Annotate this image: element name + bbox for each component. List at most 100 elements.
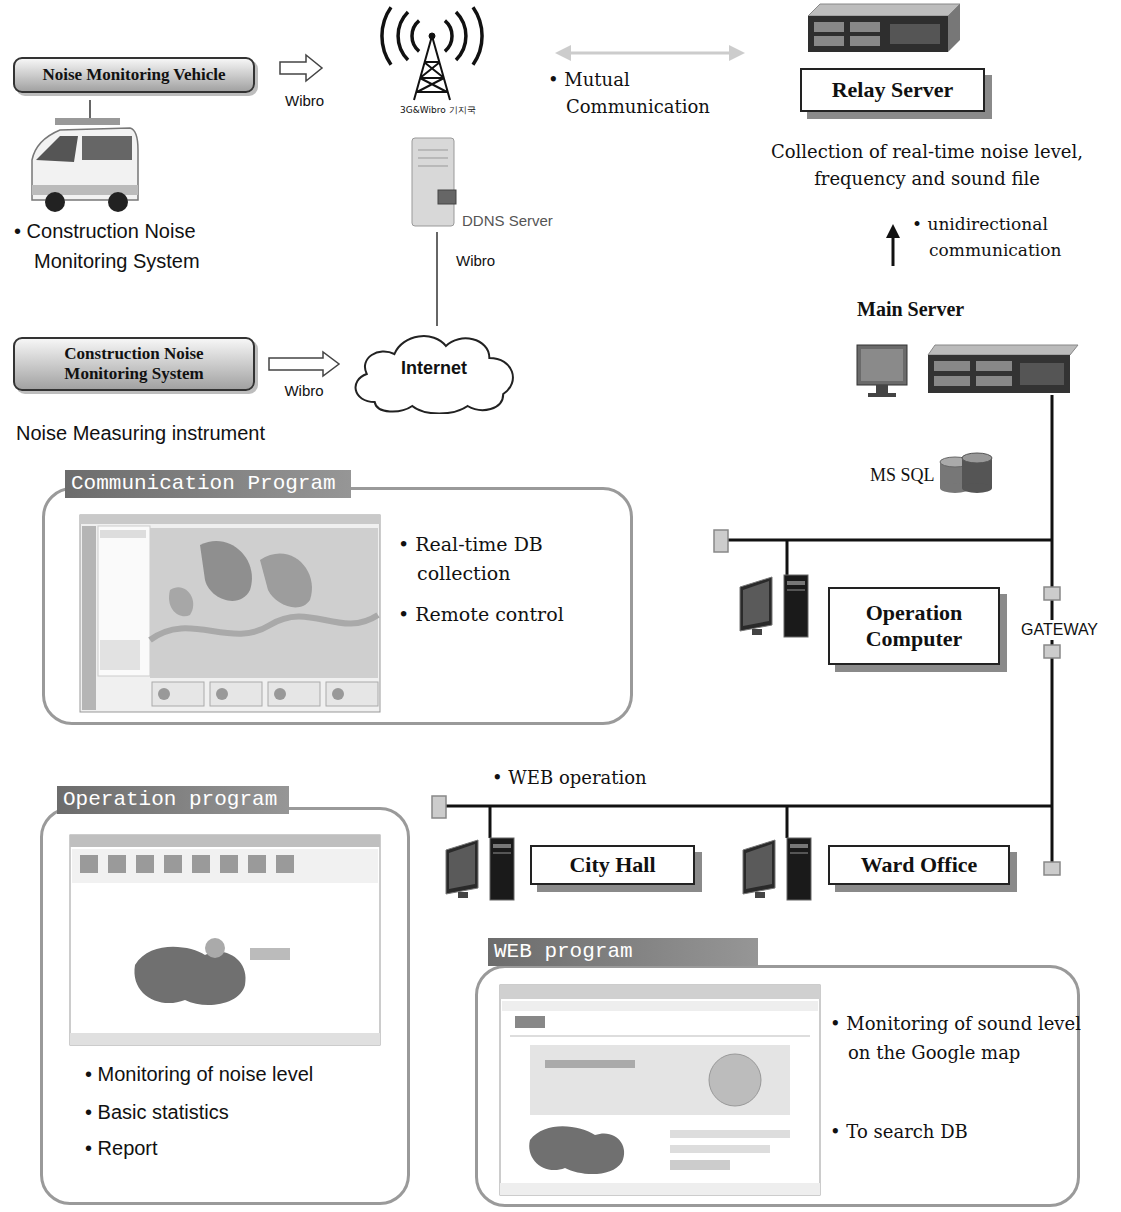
operation-screenshot [248, 855, 266, 873]
ddns-server-image [412, 138, 456, 326]
relay-server-image [948, 4, 960, 52]
web-screenshot [709, 1054, 761, 1106]
program-panel: Operation program• Monitoring of noise l… [40, 807, 410, 1205]
bullet-text: • Remote control [398, 600, 632, 629]
block-arrow [269, 352, 339, 376]
bullet-text: • To search DB [830, 1118, 1090, 1147]
box-label: Construction Noise Monitoring System [23, 344, 245, 385]
communication-screenshot [332, 688, 344, 700]
box-label: City Hall [569, 852, 655, 878]
relay-server-image [850, 22, 880, 32]
box-label: Internet [401, 358, 467, 379]
monitoring-vehicle [82, 136, 132, 160]
server-name: DDNS Server [462, 212, 553, 229]
bullet-text: • Report [85, 1132, 423, 1164]
relay-server-image [890, 24, 940, 44]
communication-screenshot [80, 515, 380, 524]
communication-screenshot [100, 530, 146, 538]
web-screenshot [500, 1183, 820, 1195]
server-note: Collection of real-time noise level, fre… [738, 138, 1116, 192]
relay-server-image [814, 36, 844, 46]
monitoring-vehicle [36, 136, 78, 162]
database-icon [962, 453, 992, 463]
office-box: City Hall [530, 845, 695, 885]
operation-screenshot [220, 855, 238, 873]
program-panel: WEB program• Monitoring of sound level o… [475, 965, 1080, 1207]
communication-screenshot [260, 554, 312, 608]
communication-screenshot [100, 640, 140, 670]
bullet-text: • Basic statistics [85, 1096, 423, 1128]
communication-screenshot [152, 682, 204, 706]
monitoring-vehicle [108, 192, 128, 212]
box-label: Noise Monitoring Vehicle [42, 65, 225, 85]
web-screenshot [670, 1145, 770, 1153]
main-server-image [868, 393, 896, 397]
base-station-tower [414, 36, 450, 100]
monitoring-vehicle [45, 192, 65, 212]
main-server-image [928, 355, 1070, 393]
bus-terminator [1044, 587, 1060, 600]
computer-icon [446, 838, 514, 900]
main-server-image [857, 345, 1078, 397]
up-arrow [886, 224, 900, 238]
communication-screenshot [268, 682, 320, 706]
base-station-tower [429, 33, 435, 39]
computer-box: Operation Computer [828, 587, 1000, 665]
edge-label: Wibro [284, 382, 323, 399]
relay-server-image [808, 4, 960, 16]
up-arrow [892, 236, 895, 266]
monitoring-vehicle [32, 100, 138, 212]
double-arrow [729, 45, 745, 61]
hollow-arrow [280, 55, 322, 81]
link-label: Wibro [456, 252, 495, 269]
monitoring-vehicle [32, 128, 138, 200]
relay-server-image [850, 36, 880, 46]
web-screenshot [670, 1160, 730, 1170]
server-box: Relay Server [800, 68, 985, 112]
main-server-image [876, 385, 888, 393]
operation-screenshot [70, 835, 380, 1045]
operation-screenshot [72, 849, 378, 883]
panel-title: Operation program [57, 786, 289, 814]
cloud-outline [356, 336, 513, 413]
communication-screenshot [274, 688, 286, 700]
link-note: • unidirectional communication [912, 212, 1121, 263]
network-bus [786, 540, 789, 575]
main-server-image [976, 361, 1012, 371]
communication-screenshot [326, 682, 378, 706]
internet-cloud: Internet [345, 322, 523, 414]
office-box: Ward Office [828, 845, 1010, 885]
panel-title: Communication Program [65, 470, 351, 498]
base-station-tower [382, 7, 482, 100]
communication-screenshot [98, 526, 150, 676]
box-label: Relay Server [832, 77, 954, 103]
link-label: Wibro [285, 92, 324, 109]
operation-screenshot [136, 855, 154, 873]
bus-terminator [432, 530, 1060, 875]
device-box: Construction Noise Monitoring System [13, 337, 255, 391]
web-screenshot [500, 985, 820, 1195]
gateway-label: GATEWAY [1019, 620, 1100, 640]
panel-title: WEB program [488, 938, 758, 966]
base-station-tower [412, 21, 452, 52]
operation-screenshot [276, 855, 294, 873]
operation-screenshot [205, 938, 225, 958]
communication-screenshot [150, 528, 378, 678]
monitoring-vehicle [55, 118, 120, 125]
communication-screenshot [169, 587, 193, 616]
communication-screenshot [158, 688, 170, 700]
base-station-tower [398, 12, 466, 60]
main-server-image [861, 349, 903, 381]
communication-screenshot [216, 688, 228, 700]
web-screenshot [529, 1126, 624, 1174]
database-icon [940, 453, 992, 493]
main-server-image [934, 376, 970, 386]
monitoring-vehicle [89, 100, 91, 120]
link-note: • Mutual Communication [548, 66, 766, 120]
box-label: Operation Computer [838, 600, 990, 653]
main-server-image [928, 345, 1078, 355]
double-arrow [555, 45, 571, 61]
operation-screenshot [192, 855, 210, 873]
web-screenshot [502, 1001, 818, 1011]
